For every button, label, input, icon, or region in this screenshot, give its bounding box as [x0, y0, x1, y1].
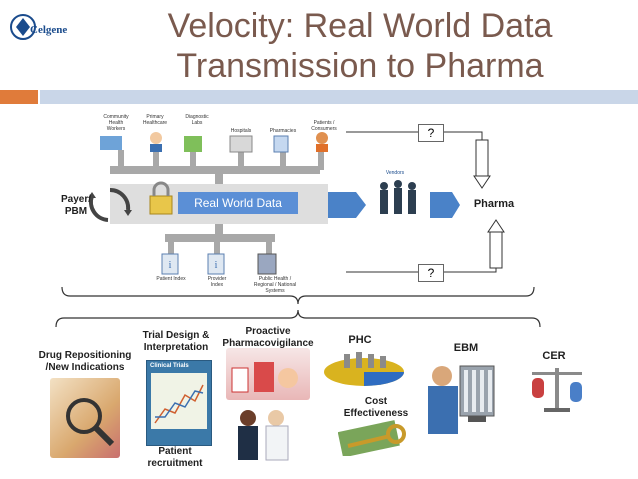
brace-bottom [55, 309, 541, 328]
pharma-label: Pharma [473, 198, 515, 210]
diagnostic-labs-icon [184, 136, 202, 152]
community-health-icon [100, 136, 122, 150]
ebm-doctor-image [420, 356, 502, 442]
source-icons [96, 114, 336, 154]
phc-label: PHC [348, 334, 372, 346]
source-label-patients: Patients / Consumers [311, 120, 337, 132]
ebm-label: EBM [453, 342, 479, 354]
patient-index-icon [161, 253, 179, 275]
lock-icon [149, 181, 173, 215]
source-label-community: Community Health Workers [103, 114, 129, 132]
cycle-icon [88, 187, 132, 222]
question-box-top: ? [418, 124, 444, 142]
index-label-provider: Provider Index [207, 276, 227, 288]
source-pipes [110, 150, 324, 184]
pharmacy-icon [273, 135, 289, 153]
source-label-hospitals: Hospitals [230, 128, 252, 134]
provider-index-icon [207, 253, 225, 275]
source-label-pharmacies: Pharmacies [269, 128, 297, 134]
clinical-trials-book: Clinical Trials [146, 360, 212, 446]
arrow-up-pharma [487, 219, 505, 233]
patient-recruitment-label: Patient recruitment [147, 446, 203, 469]
svg-text:i: i [215, 260, 218, 271]
cer-scale-image [528, 362, 586, 414]
doctor-patient-image [232, 408, 296, 464]
proactive-pv-label: Proactive Pharmacovigilance [222, 326, 314, 349]
real-world-data-box: Real World Data [178, 192, 298, 214]
svg-text:i: i [169, 260, 172, 271]
pharmacovigilance-image [226, 348, 310, 400]
index-icons: i i [158, 252, 288, 278]
index-label-public-health: Public Health / Regional / National Syst… [253, 276, 297, 294]
index-label-patient: Patient Index [156, 276, 186, 282]
cost-effectiveness-label: Cost Effectiveness [343, 396, 409, 419]
primary-healthcare-icon [150, 132, 162, 144]
clinical-trials-book-title: Clinical Trials [150, 363, 189, 369]
title-line-1: Velocity: Real World Data [167, 7, 553, 45]
cer-label: CER [542, 350, 566, 362]
vendors-label: Vendors [385, 170, 405, 176]
key-money-image [337, 420, 412, 458]
vendors-icon [380, 180, 416, 214]
patient-icon [316, 132, 328, 144]
magnifier-icon [66, 398, 115, 447]
payer-label: Payer/ PBM [60, 194, 92, 217]
hospital-icon [229, 135, 253, 153]
brace-top [61, 286, 535, 305]
arrow-down-pharma [473, 175, 491, 189]
drug-repositioning-label: Drug Repositioning /New Indications [38, 350, 132, 373]
logo-text: Celgene [30, 24, 68, 36]
accent-bar-blue [40, 90, 638, 104]
phc-pie-image [322, 348, 406, 388]
page-title: Velocity: Real World Data Transmission t… [110, 6, 610, 86]
source-label-diagnostic: Diagnostic Labs [185, 114, 209, 126]
book-chart-area [151, 373, 207, 429]
arrow-to-pharma [430, 192, 460, 218]
accent-bar-orange [0, 90, 38, 104]
question-box-bottom: ? [418, 264, 444, 282]
arrow-to-vendors [328, 192, 366, 218]
index-pipes [165, 224, 275, 254]
source-label-primary: Primary Healthcare [142, 114, 168, 126]
pills-magnifier-image [50, 378, 120, 458]
database-icon [257, 253, 277, 275]
celgene-logo-icon [10, 14, 36, 40]
title-line-2: Transmission to Pharma [176, 47, 544, 85]
celgene-logo [8, 12, 98, 42]
trial-design-label: Trial Design & Interpretation [142, 330, 210, 353]
